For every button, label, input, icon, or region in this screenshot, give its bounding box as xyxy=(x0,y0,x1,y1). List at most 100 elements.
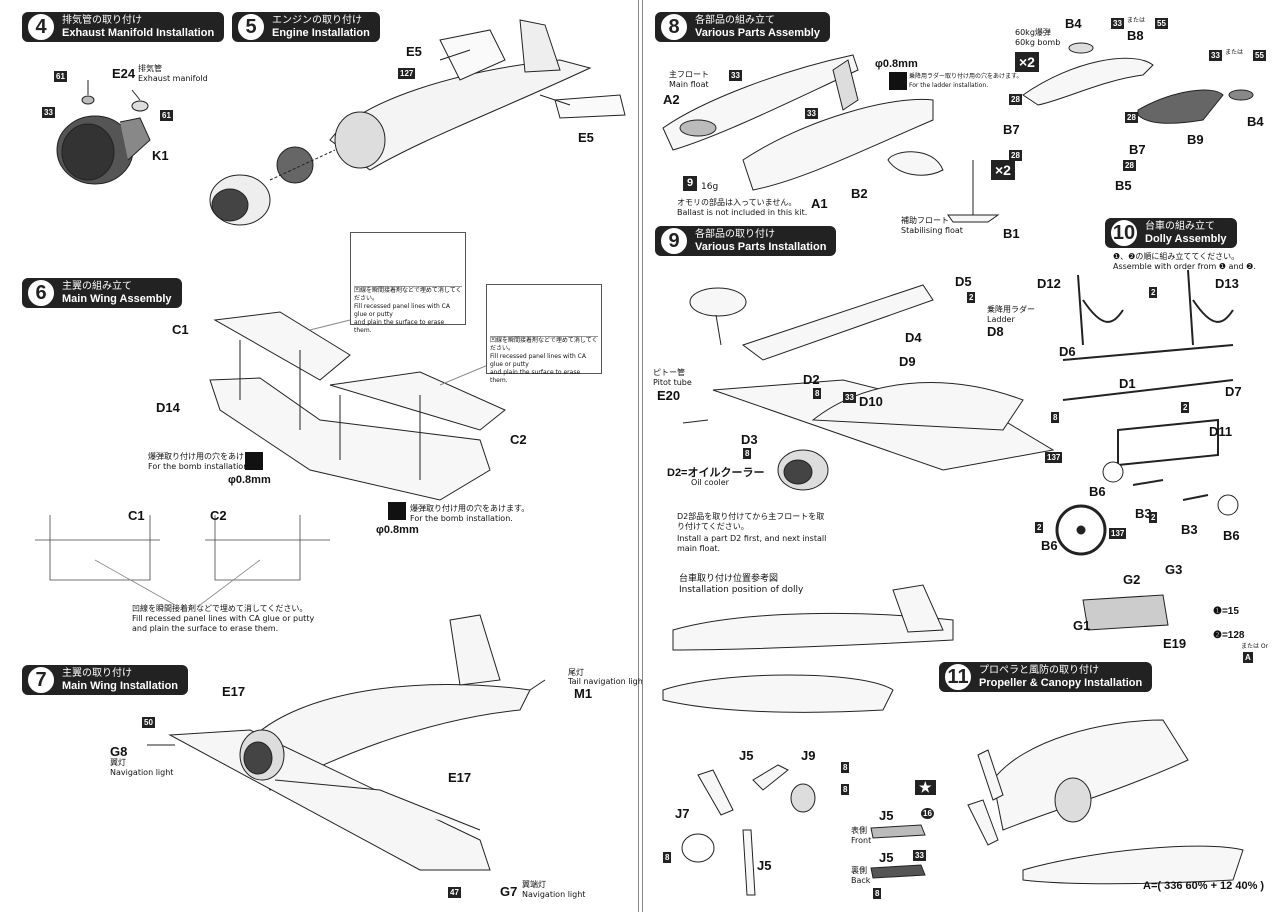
paint-code: 33 xyxy=(1209,50,1222,61)
bomb-note-en: For the bomb installation. xyxy=(148,462,251,471)
part-label: B9 xyxy=(1187,132,1204,147)
paint-code: 127 xyxy=(398,68,416,79)
wingtip-light-en: Navigation light xyxy=(522,890,586,899)
fill-note-1: 凹線を瞬間接着剤などで埋めて消してください。 Fill recessed pan… xyxy=(350,232,466,334)
part-label: B4 xyxy=(1065,16,1082,31)
step-title-jp: 台車の組み立て xyxy=(1145,221,1215,232)
drill-size: φ0.8mm xyxy=(376,524,419,536)
part-label: C1 xyxy=(172,322,189,337)
bomb-note-jp: 爆弾取り付け用の穴をあけます。 xyxy=(410,504,530,513)
part-label: E24 xyxy=(112,66,136,81)
d2-note-en: Install a part D2 first, and next instal… xyxy=(677,534,827,553)
part-label: C2 xyxy=(510,432,527,447)
part-label: D9 xyxy=(899,354,916,369)
note-en: and plain the surface to erase them. xyxy=(490,369,581,384)
ladder-drill-jp: 乗降用ラダー取り付け用の穴をあけます。 xyxy=(909,73,1023,80)
front-en: Front xyxy=(851,836,872,845)
note-jp: 凹線を瞬間接着剤などで埋めて消してください。 xyxy=(490,337,598,352)
paint-code: 8 xyxy=(1051,412,1060,423)
part-label: E5 xyxy=(578,130,594,145)
paint-code: 2 xyxy=(1149,287,1158,298)
paint-code: 8 xyxy=(841,762,850,773)
paint-code: 2 xyxy=(1035,522,1044,533)
paint-code: 50 xyxy=(142,717,155,728)
drill-icon xyxy=(388,502,406,520)
dolly-order-en: Assemble with order from ❶ and ❷. xyxy=(1113,262,1256,271)
part-label: J5 xyxy=(739,748,754,763)
paint-code: 28 xyxy=(1123,160,1136,171)
note-en: and plain the surface to erase them. xyxy=(354,319,445,334)
quantity-badge: ×2 xyxy=(1015,52,1039,72)
step-number: 9 xyxy=(659,226,689,256)
star-icon: ★ xyxy=(915,780,936,795)
ballast-code: 9 xyxy=(683,176,698,191)
drill-size: φ0.8mm xyxy=(875,58,918,70)
legend-or: または Or xyxy=(1241,643,1269,650)
nav-light-jp: 翼灯 xyxy=(110,758,126,767)
wingtip-light-jp: 翼端灯 xyxy=(522,880,546,889)
paint-code: 2 xyxy=(967,292,976,303)
ballast-note-en: Ballast is not included in this kit. xyxy=(677,208,808,217)
part-label: A1 xyxy=(811,196,828,211)
step-title-jp: 主翼の取り付け xyxy=(62,668,132,679)
step-number: 5 xyxy=(236,12,266,42)
quantity-badge: ×2 xyxy=(991,160,1015,180)
right-page-drawings xyxy=(662,42,1254,896)
step-title-en: Exhaust Manifold Installation xyxy=(62,27,215,39)
part-label: M1 xyxy=(574,686,593,701)
bomb-note-jp: 爆弾取り付け用の穴をあけます。 xyxy=(148,452,268,461)
ladder-drill-en: For the ladder installation. xyxy=(909,82,989,89)
main-float-jp: 主フロート xyxy=(669,70,709,79)
note-en: Fill recessed panel lines with CA glue o… xyxy=(490,353,586,368)
part-label: D12 xyxy=(1037,276,1061,291)
part-label: E19 xyxy=(1163,636,1187,651)
part-label: B6 xyxy=(1089,484,1106,499)
part-label: J7 xyxy=(675,806,690,821)
part-desc-en: Exhaust manifold xyxy=(138,74,208,83)
step-number: 6 xyxy=(26,278,56,308)
step-title-jp: エンジンの取り付け xyxy=(272,15,362,26)
part-label: B8 xyxy=(1127,28,1144,43)
tail-light-en: Tail navigation light xyxy=(568,677,646,686)
part-label: A2 xyxy=(663,92,680,107)
step-title-en: Engine Installation xyxy=(272,27,370,39)
paint-code: 55 xyxy=(1155,18,1168,29)
paint-code: 8 xyxy=(841,784,850,795)
part-label: K1 xyxy=(152,148,169,163)
part-label: J9 xyxy=(801,748,816,763)
step-title-en: Main Wing Assembly xyxy=(62,293,172,305)
paint-code: 8 xyxy=(663,852,672,863)
part-label: D14 xyxy=(156,400,180,415)
part-label: D4 xyxy=(905,330,922,345)
part-label: B2 xyxy=(851,186,868,201)
part-label: B7 xyxy=(1129,142,1146,157)
paint-code: 16 xyxy=(921,808,934,819)
part-label: J5 xyxy=(879,850,894,865)
oil-cooler-jp: D2=オイルクーラー xyxy=(667,467,765,479)
step-title-en: Propeller & Canopy Installation xyxy=(979,677,1143,689)
paint-code: 33 xyxy=(729,70,742,81)
step-title-jp: 各部品の取り付け xyxy=(695,229,775,240)
stab-float-en: Stabilising float xyxy=(901,226,963,235)
part-label: B7 xyxy=(1003,122,1020,137)
ballast-note-jp: オモリの部品は入っていません。 xyxy=(677,198,797,207)
bomb-jp: 60kg爆弾 xyxy=(1015,28,1051,37)
part-label: D6 xyxy=(1059,344,1076,359)
fill-note-2: 凹線を瞬間接着剤などで埋めて消してください。 Fill recessed pan… xyxy=(486,284,602,384)
step-title-en: Various Parts Assembly xyxy=(695,27,820,39)
back-jp: 裏側 xyxy=(851,866,867,875)
part-desc-jp: 排気管 xyxy=(138,64,162,73)
fill-note-en: and plain the surface to erase them. xyxy=(132,624,279,633)
paint-code: 61 xyxy=(160,110,173,121)
part-label: D2 xyxy=(803,372,820,387)
paint-code: 33 xyxy=(42,107,55,118)
step-title-jp: 排気管の取り付け xyxy=(62,15,142,26)
part-label: D8 xyxy=(987,324,1004,339)
legend-1: ❶=15 xyxy=(1213,606,1239,617)
part-label: D1 xyxy=(1119,376,1136,391)
ballast-weight: 16g xyxy=(701,182,719,192)
dolly-pos-en: Installation position of dolly xyxy=(679,585,804,595)
